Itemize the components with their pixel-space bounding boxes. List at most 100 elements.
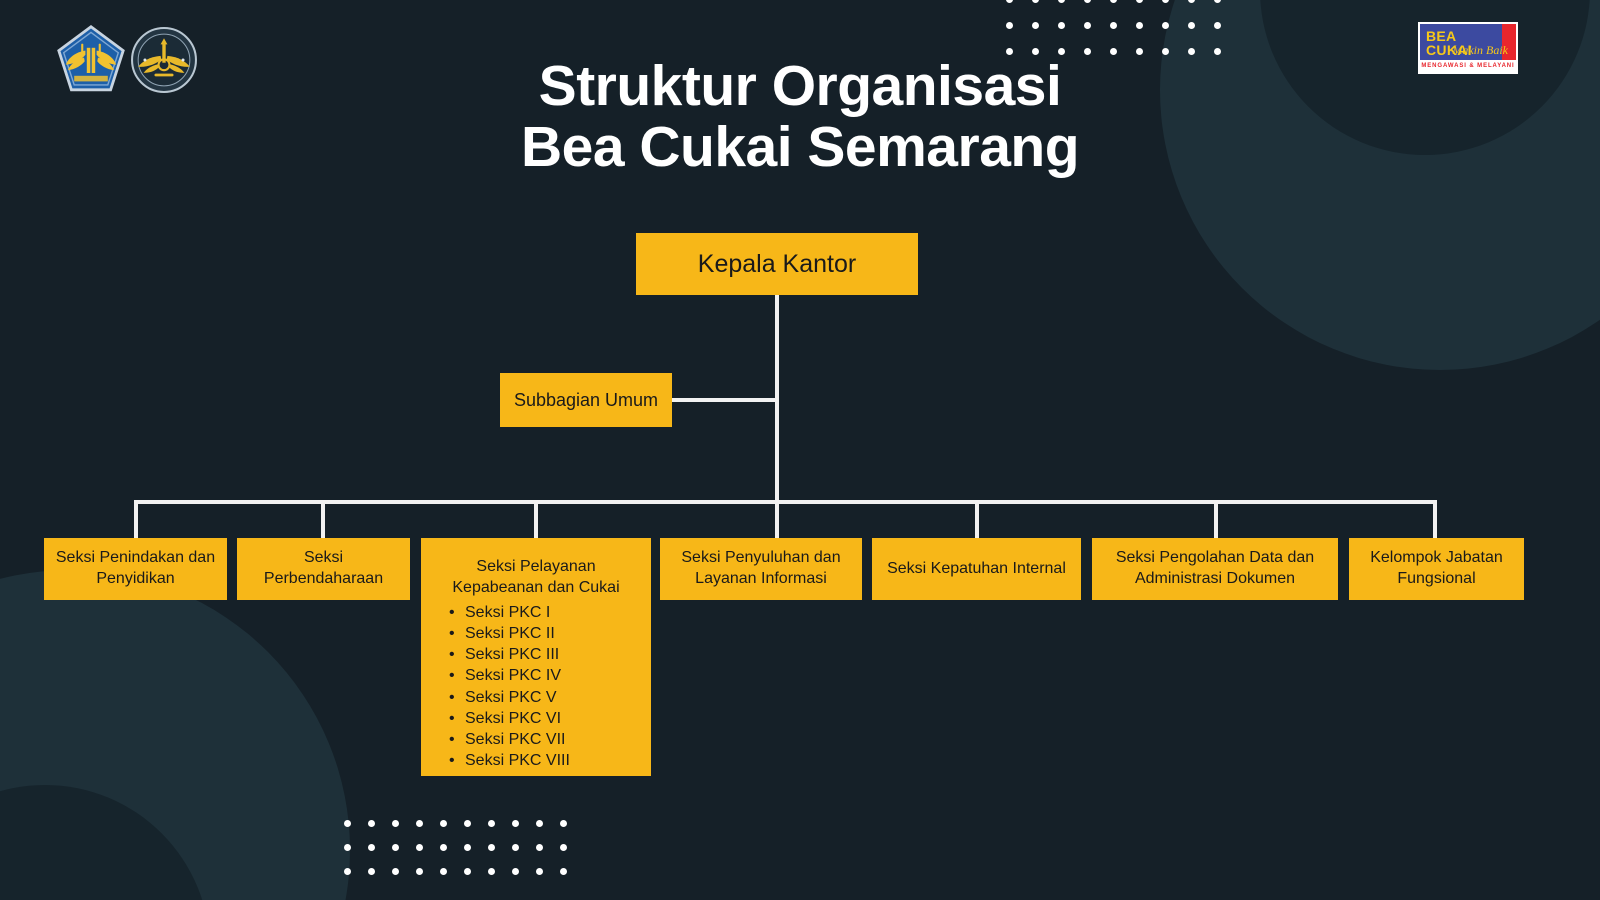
- dot: [416, 820, 423, 827]
- dot: [1110, 22, 1117, 29]
- connector-drop-2: [321, 500, 325, 540]
- dot: [1084, 0, 1091, 3]
- dot: [1058, 22, 1065, 29]
- dot: [1084, 48, 1091, 55]
- org-node-seksi-pengolahan-data-dan-administrasi-dokumen[interactable]: Seksi Pengolahan Data dan Administrasi D…: [1092, 538, 1338, 600]
- page-title-line-1: Struktur Organisasi: [538, 54, 1062, 118]
- connector-drop-4: [775, 500, 779, 540]
- dot: [488, 844, 495, 851]
- dot: [1084, 22, 1091, 29]
- org-node-label: Seksi Penyuluhan dan Layanan Informasi: [681, 549, 841, 587]
- list-item[interactable]: Seksi PKC I: [431, 602, 641, 624]
- org-node-label: Seksi Penindakan dan Penyidikan: [55, 549, 216, 587]
- org-node-seksi-kepatuhan-internal[interactable]: Seksi Kepatuhan Internal: [872, 538, 1081, 600]
- dot: [1214, 22, 1221, 29]
- dot: [1136, 22, 1143, 29]
- dot: [464, 820, 471, 827]
- dot: [560, 868, 567, 875]
- dot: [488, 820, 495, 827]
- logo-tagline-text: Makin Baik: [1452, 43, 1508, 57]
- dot: [1162, 48, 1169, 55]
- dot: [1136, 0, 1143, 3]
- dot: [440, 820, 447, 827]
- dot: [536, 868, 543, 875]
- org-node-label: Seksi Perbendaharaan: [263, 549, 384, 587]
- dot: [344, 844, 351, 851]
- list-item[interactable]: Seksi PKC IV: [431, 665, 641, 687]
- connector-drop-3: [534, 500, 538, 540]
- dot: [368, 868, 375, 875]
- org-node-label: Kepala Kantor: [697, 249, 857, 278]
- dot: [464, 844, 471, 851]
- logo-footer-text: MENGAWASI & MELAYANI: [1420, 60, 1516, 72]
- org-node-seksi-penyuluhan-dan-layanan-informasi[interactable]: Seksi Penyuluhan dan Layanan Informasi: [660, 538, 862, 600]
- connector-drop-7: [1433, 500, 1437, 540]
- dot: [368, 820, 375, 827]
- dot: [488, 868, 495, 875]
- connector-division-bus: [134, 500, 1437, 504]
- list-item[interactable]: Seksi PKC VII: [431, 729, 641, 751]
- dot: [1162, 0, 1169, 3]
- page-title-line-2: Bea Cukai Semarang: [520, 114, 1080, 179]
- list-item[interactable]: Seksi PKC VI: [431, 708, 641, 730]
- org-node-label: Seksi Pengolahan Data dan Administrasi D…: [1115, 549, 1315, 587]
- kemenkeu-logo-icon: [57, 25, 125, 92]
- dot: [440, 868, 447, 875]
- dot: [1214, 0, 1221, 3]
- connector-staff-branch: [670, 398, 777, 402]
- org-node-label: Kelompok Jabatan Fungsional: [1370, 549, 1503, 587]
- dot: [1188, 0, 1195, 3]
- dot: [1136, 48, 1143, 55]
- list-item[interactable]: Seksi PKC VIII: [431, 750, 641, 772]
- dot: [512, 844, 519, 851]
- org-node-seksi-pelayanan-kepabeanan-dan-cukai[interactable]: Seksi Pelayanan Kepabeanan dan Cukai Sek…: [421, 538, 651, 776]
- dot: [1214, 48, 1221, 55]
- dot: [1006, 0, 1013, 3]
- bea-cukai-makin-baik-logo: BEA CUKAI Makin Baik MENGAWASI & MELAYAN…: [1418, 22, 1518, 74]
- org-node-seksi-perbendaharaan[interactable]: Seksi Perbendaharaan: [237, 538, 410, 600]
- org-node-kelompok-jabatan-fungsional[interactable]: Kelompok Jabatan Fungsional: [1349, 538, 1524, 600]
- dot: [1006, 48, 1013, 55]
- pkc-subsection-list: Seksi PKC I Seksi PKC II Seksi PKC III S…: [431, 602, 641, 772]
- dot: [1162, 22, 1169, 29]
- dot: [1188, 22, 1195, 29]
- list-item[interactable]: Seksi PKC V: [431, 687, 641, 709]
- bea-cukai-semarang-seal-icon: [131, 27, 197, 93]
- dot: [1058, 0, 1065, 3]
- dot: [1188, 48, 1195, 55]
- connector-head-trunk: [775, 295, 779, 504]
- org-node-seksi-penindakan-dan-penyidikan[interactable]: Seksi Penindakan dan Penyidikan: [44, 538, 227, 600]
- dot: [344, 820, 351, 827]
- dot: [536, 820, 543, 827]
- org-node-label: Seksi Pelayanan Kepabeanan dan Cukai: [452, 558, 620, 597]
- dot: [1032, 48, 1039, 55]
- dot-grid-bottom-left-icon: [344, 820, 584, 892]
- dot: [416, 868, 423, 875]
- org-node-subbagian-umum[interactable]: Subbagian Umum: [500, 373, 672, 427]
- dot: [560, 844, 567, 851]
- dot: [392, 844, 399, 851]
- org-node-label: Subbagian Umum: [513, 389, 659, 410]
- dot: [416, 844, 423, 851]
- dot: [1058, 48, 1065, 55]
- list-item[interactable]: Seksi PKC III: [431, 644, 641, 666]
- dot: [512, 868, 519, 875]
- connector-drop-6: [1214, 500, 1218, 540]
- dot: [1110, 48, 1117, 55]
- dot: [440, 844, 447, 851]
- dot: [464, 868, 471, 875]
- dot: [560, 820, 567, 827]
- dot: [392, 868, 399, 875]
- dot: [512, 820, 519, 827]
- dot-grid-top-right-icon: [1006, 0, 1240, 74]
- connector-drop-5: [975, 500, 979, 540]
- page-title: Struktur Organisasi Bea Cukai Semarang: [0, 56, 1600, 178]
- dot: [368, 844, 375, 851]
- dot: [344, 868, 351, 875]
- list-item[interactable]: Seksi PKC II: [431, 623, 641, 645]
- connector-drop-1: [134, 500, 138, 540]
- dot: [1032, 22, 1039, 29]
- org-node-kepala-kantor[interactable]: Kepala Kantor: [636, 233, 918, 295]
- dot: [1110, 0, 1117, 3]
